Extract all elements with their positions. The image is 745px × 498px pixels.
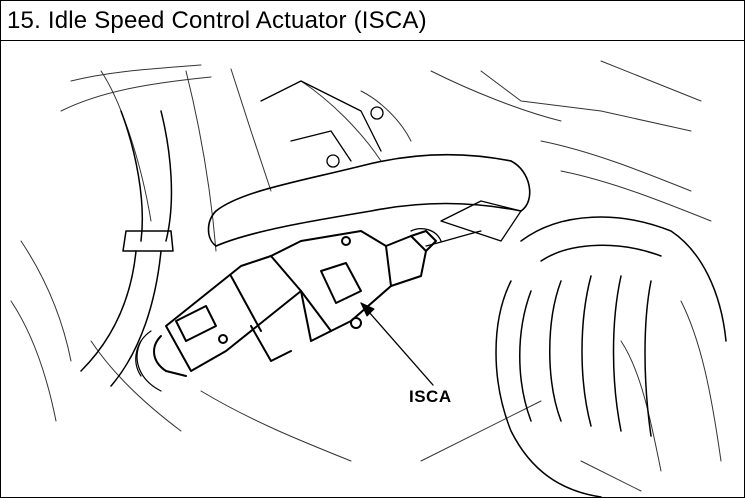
isca-actuator [153, 230, 437, 377]
callout-leader [360, 302, 434, 386]
engine-bay-drawing [10, 60, 727, 497]
wire-harness [135, 230, 482, 392]
technical-illustration: ISCA [1, 41, 744, 497]
left-hose [80, 110, 174, 387]
background-structure [10, 60, 722, 492]
engine-housing [495, 216, 727, 497]
manifold-bracket [260, 80, 522, 242]
section-title: 15. Idle Speed Control Actuator (ISCA) [7, 7, 427, 34]
section-header: 15. Idle Speed Control Actuator (ISCA) [1, 1, 744, 41]
isca-callout-label: ISCA [407, 387, 454, 407]
air-duct [207, 153, 531, 247]
